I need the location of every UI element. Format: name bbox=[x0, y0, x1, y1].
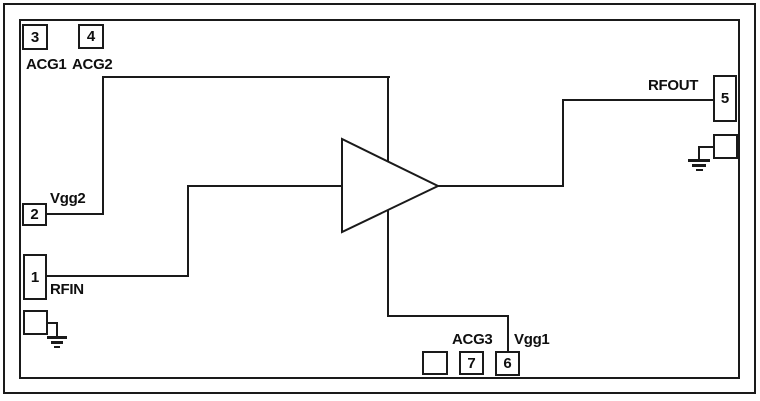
wire-rfin-riser bbox=[187, 185, 189, 277]
ground-pad-right bbox=[713, 134, 738, 159]
wire-rfout-horizontal bbox=[562, 99, 715, 101]
pin-label-acg1: ACG1 bbox=[26, 56, 67, 73]
chip-boundary bbox=[19, 19, 740, 379]
outer-border bbox=[3, 3, 756, 394]
pin-7-pad: 7 bbox=[459, 351, 484, 375]
wire-amp-output bbox=[437, 185, 564, 187]
unnumbered-pad bbox=[422, 351, 448, 375]
pin-4-pad: 4 bbox=[78, 24, 104, 49]
wire-rfin-horizontal bbox=[46, 275, 189, 277]
pin-label-vgg2: Vgg2 bbox=[50, 190, 86, 207]
pin-label-acg3: ACG3 bbox=[452, 331, 493, 348]
wire-top-rail bbox=[102, 76, 390, 78]
pin-1-pad: 1 bbox=[23, 254, 47, 300]
wire-bottom-rail bbox=[387, 315, 509, 317]
pin-6-pad: 6 bbox=[495, 351, 520, 376]
pin-label-vgg1: Vgg1 bbox=[514, 331, 550, 348]
wire-vgg1-drop bbox=[507, 315, 509, 353]
wire-vgg2-stub bbox=[46, 213, 104, 215]
pin-label-rfout: RFOUT bbox=[648, 77, 699, 94]
ground-pad-left bbox=[23, 310, 48, 335]
wire-vgg2-riser bbox=[102, 76, 104, 215]
amplifier-triangle-icon bbox=[341, 137, 441, 234]
pin-5-pad: 5 bbox=[713, 75, 737, 122]
pin-2-pad: 2 bbox=[22, 203, 47, 226]
pin-3-pad: 3 bbox=[22, 24, 48, 50]
wire-amp-input bbox=[187, 185, 344, 187]
pin-label-rfin: RFIN bbox=[50, 281, 84, 298]
pin-label-acg2: ACG2 bbox=[72, 56, 113, 73]
wire-rfout-riser bbox=[562, 99, 564, 187]
